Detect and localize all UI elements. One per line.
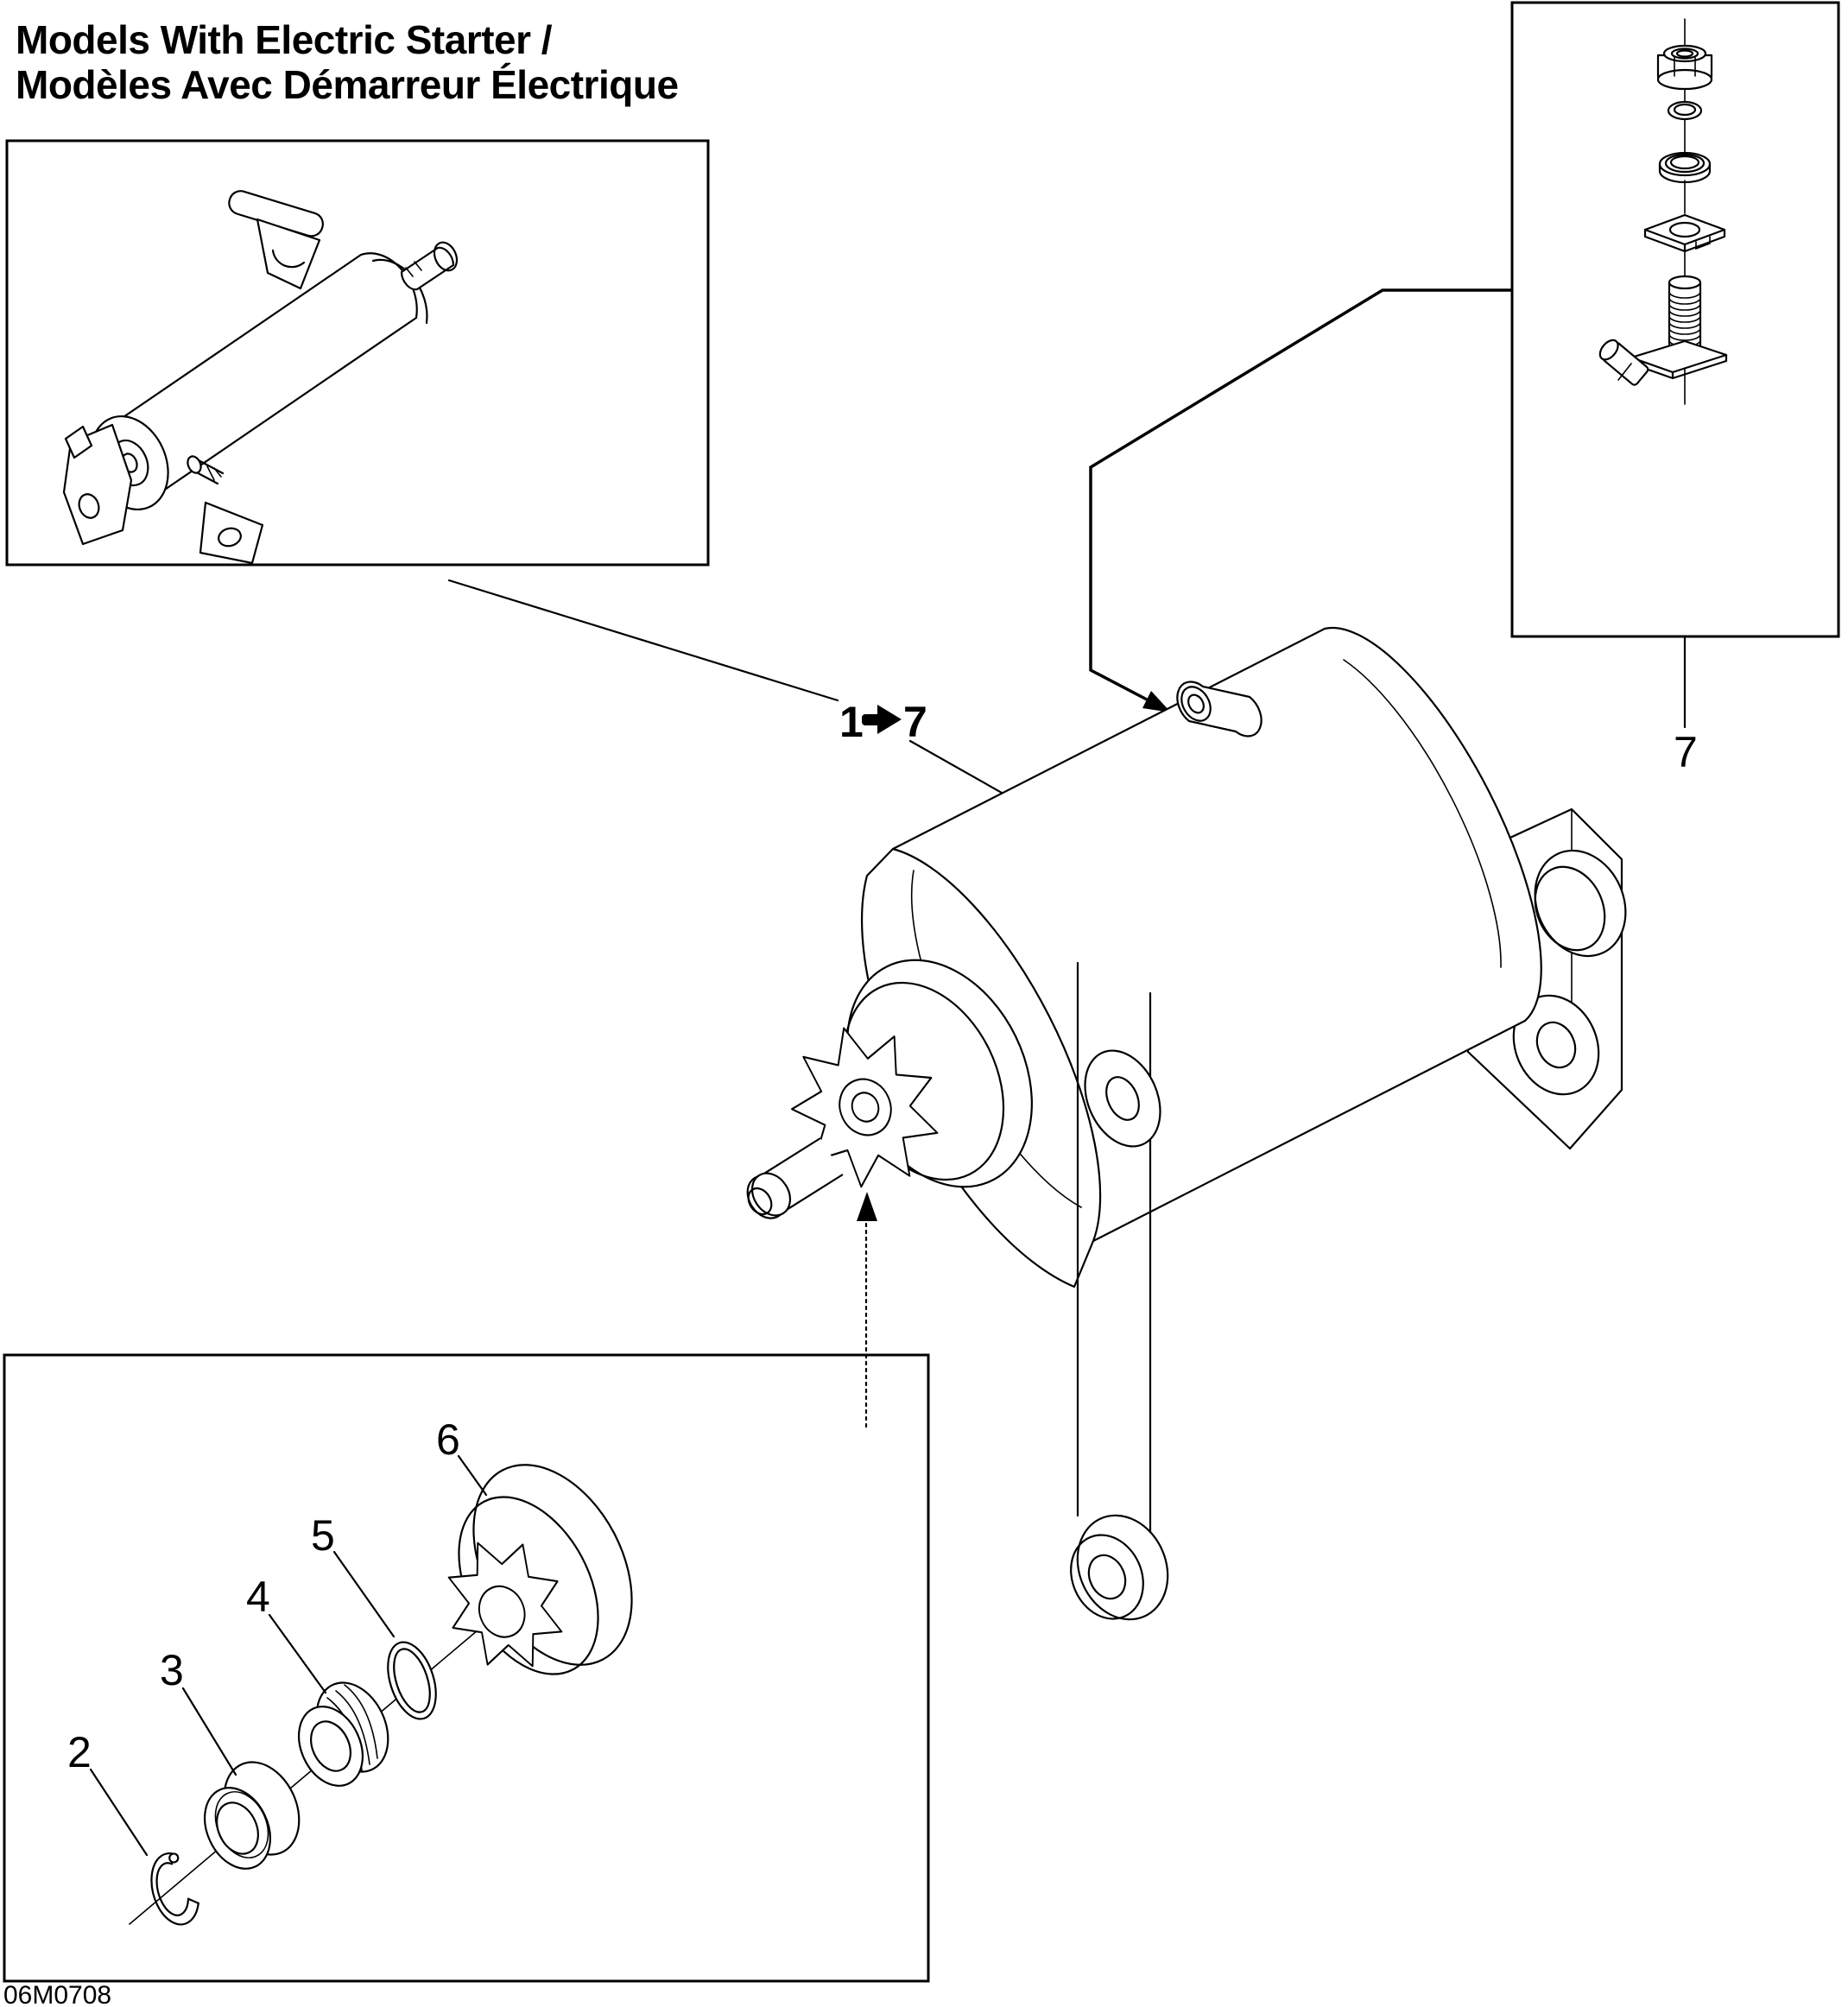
callout-7: 7 [1674, 728, 1698, 776]
starter-bottom-bracket [199, 501, 264, 565]
arm-upper-bushing [1084, 1049, 1161, 1148]
terminal-lug-link [1617, 363, 1632, 381]
callout-3: 3 [160, 1646, 184, 1694]
pinion-stop-collar [298, 1681, 389, 1787]
flange-nut-facets [1674, 56, 1696, 77]
starter-handle-cutout [271, 249, 306, 269]
insulating-washer [1658, 151, 1712, 184]
inset-drive-exploded: 2 3 4 5 6 [3, 1353, 930, 1983]
starter-front-bracket-hole [78, 493, 100, 519]
shaft-tip-cap [750, 1172, 792, 1217]
callout-6: 6 [436, 1415, 460, 1464]
snap-ring-outer [150, 1852, 199, 1926]
insulating-washer-hole [1669, 155, 1700, 170]
leader-part-3 [181, 1687, 237, 1776]
arm-upper-bushing-hole [1105, 1076, 1140, 1121]
range-arrow-head [877, 705, 902, 734]
insulator-block [1643, 213, 1726, 253]
flange-nut-ring [1670, 47, 1699, 60]
collar-hole [310, 1720, 351, 1772]
o-ring-outer [387, 1641, 437, 1720]
flange-nut [1656, 44, 1713, 91]
page-title: Models With Electric Starter / Modèles A… [16, 17, 679, 107]
snap-ring-hook [168, 1852, 180, 1864]
exploded-gear-star [447, 1542, 563, 1668]
inset-assembled-starter [5, 139, 710, 567]
lock-washer [1667, 100, 1703, 121]
range-to-label: 7 [903, 698, 927, 746]
stopper-rim [214, 1791, 269, 1858]
starter-bottom-bracket-hole [218, 527, 242, 548]
starter-front-bracket-ear [64, 425, 93, 459]
terminal-stud [1598, 275, 1728, 386]
leader-part-4 [268, 1613, 327, 1694]
motor-body-cylinder [891, 626, 1542, 1243]
starter-terminal-nut-lines [206, 465, 222, 481]
inset-top-right-border [1510, 1, 1840, 638]
inset-bottom-left-border [3, 1353, 930, 1983]
leader-part-2 [89, 1768, 149, 1857]
leader-part-5 [332, 1550, 396, 1638]
shaft-tip-end [747, 1187, 773, 1216]
range-leader-from-inset [447, 579, 839, 702]
insulator-block-top [1643, 213, 1726, 246]
drive-leader-arrowhead [857, 1192, 877, 1221]
lock-washer-depth [1668, 112, 1701, 120]
main-starter-figure [746, 626, 1627, 1621]
assembly-range-callout: 1 7 [447, 579, 1043, 817]
range-arrow-icon [862, 705, 902, 734]
starter-solenoid-detail [405, 261, 422, 277]
range-from-label: 1 [839, 698, 864, 746]
exploded-gear-bore [478, 1585, 526, 1638]
arm-lower-bushing-seam [1070, 1534, 1144, 1620]
connector-polyline [1089, 288, 1512, 701]
motor-rear-seam [1343, 659, 1502, 968]
starter-terminal-cap [187, 455, 202, 474]
o-ring [387, 1641, 437, 1720]
o-ring-inner [393, 1648, 431, 1713]
starter-handle-bracket [256, 218, 321, 290]
pinion-hub-hole [851, 1092, 880, 1123]
leader-part-6 [457, 1454, 488, 1497]
flange-nut-flange [1656, 68, 1713, 91]
rear-boss-upper-seam [1534, 865, 1606, 952]
document-code: 06M0708 [3, 1981, 111, 2007]
rear-boss-lower-hole [1535, 1021, 1577, 1069]
inset-terminal-hardware: 7 [1510, 1, 1840, 776]
insulator-block-hole [1668, 221, 1701, 238]
callout-2: 2 [67, 1728, 92, 1776]
terminal-stud-tip [1187, 693, 1205, 714]
lock-washer-hole [1673, 103, 1697, 117]
starter-solenoid-cap [433, 241, 459, 272]
drive-pinion-gear [790, 1027, 939, 1188]
hardware-connector [1089, 288, 1512, 712]
title-line-2: Modèles Avec Démarreur Électrique [16, 62, 679, 107]
arm-lower-bushing-hole [1087, 1554, 1127, 1600]
terminal-lug-end [1598, 339, 1619, 361]
motor-terminal-stud [1176, 681, 1263, 738]
drive-stopper [204, 1761, 301, 1870]
snap-ring [150, 1852, 199, 1926]
callout-5: 5 [311, 1511, 335, 1560]
flange-nut-hole [1675, 49, 1694, 58]
pinion-hub [839, 1078, 892, 1136]
terminal-lead-lug [1598, 339, 1649, 386]
callout-4: 4 [246, 1573, 270, 1621]
snap-ring-inner [155, 1862, 190, 1916]
terminal-stud-top [1668, 275, 1702, 290]
starter-solenoid-knob [400, 246, 455, 291]
title-line-1: Models With Electric Starter / [16, 17, 553, 62]
terminal-stud-cap [1180, 686, 1212, 722]
insulating-washer-rim [1658, 162, 1712, 184]
insulator-block-sides [1643, 228, 1726, 253]
range-arrow-shaft [862, 714, 881, 725]
insulating-washer-step [1664, 153, 1706, 174]
connector-arrowhead [1142, 691, 1171, 712]
inset-top-left-border [5, 139, 710, 567]
starter-front-bracket [62, 423, 133, 546]
exploded-pinion-gear [447, 1464, 633, 1675]
exploded-drum [472, 1464, 633, 1666]
insulator-block-notch [1695, 236, 1711, 250]
